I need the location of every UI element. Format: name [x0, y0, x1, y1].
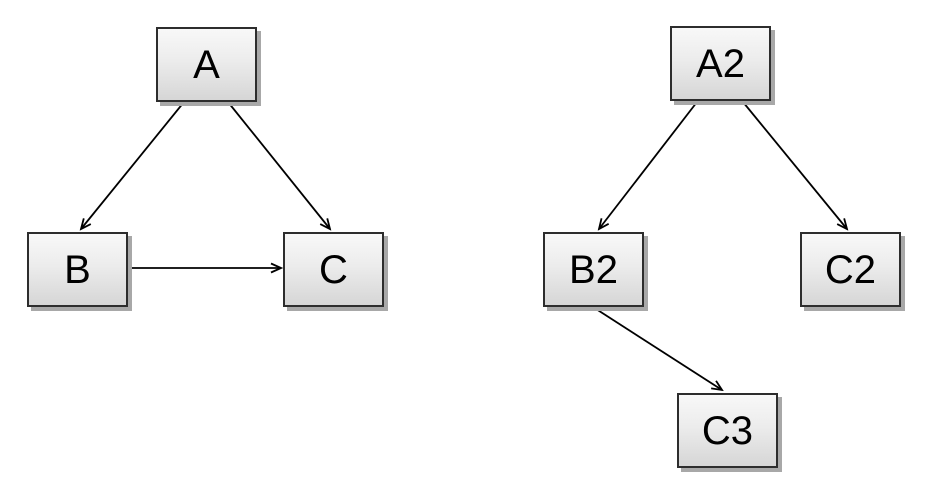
node-a2-label: A2 [696, 41, 745, 86]
node-c2-label: C2 [824, 247, 877, 292]
node-a-label: A [193, 42, 220, 87]
edge-b2-to-c3 [592, 306, 722, 390]
node-b[interactable]: B [27, 232, 128, 307]
node-c3-label: C3 [701, 408, 754, 453]
node-b-label: B [64, 247, 91, 292]
node-c3[interactable]: C3 [677, 393, 778, 468]
node-c-label: C [319, 247, 348, 292]
edge-a-to-c [227, 101, 330, 229]
node-b2-label: B2 [569, 247, 618, 292]
node-c2[interactable]: C2 [800, 232, 901, 307]
node-a[interactable]: A [156, 27, 257, 102]
node-b2[interactable]: B2 [543, 232, 644, 307]
edge-a-to-b [81, 101, 185, 229]
node-c[interactable]: C [283, 232, 384, 307]
edge-a2-to-c2 [742, 101, 847, 229]
edge-a2-to-b2 [599, 101, 698, 229]
node-a2[interactable]: A2 [670, 26, 771, 101]
